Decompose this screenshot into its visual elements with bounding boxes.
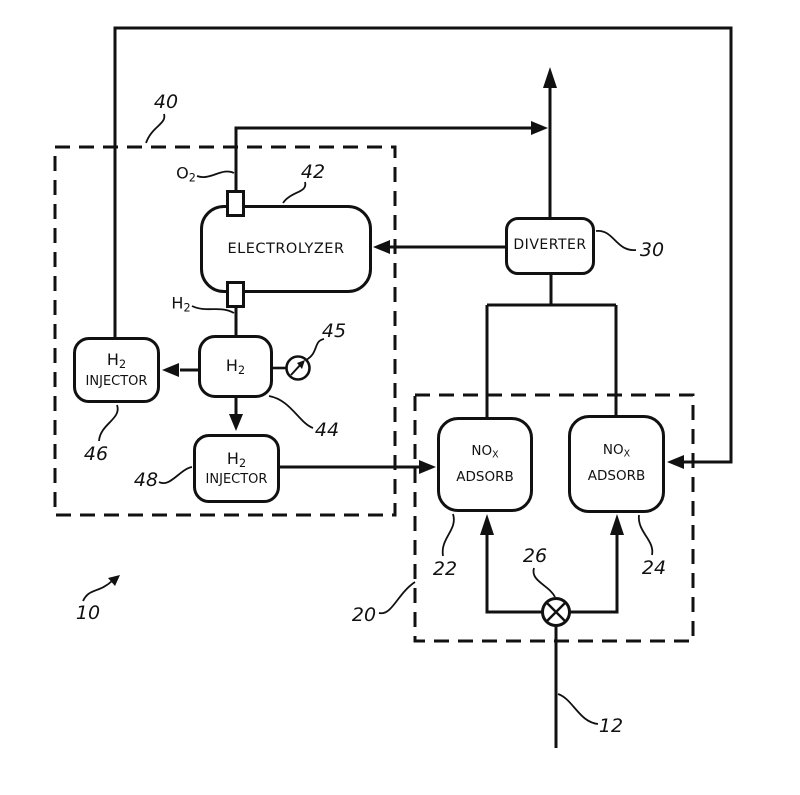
o2-stream-label: O2 bbox=[176, 163, 196, 185]
ref-26: 26 bbox=[522, 545, 548, 567]
h2-injector-b-formula: H2 bbox=[226, 448, 247, 470]
ref-20: 20 bbox=[351, 604, 377, 626]
ref-24: 24 bbox=[641, 557, 667, 579]
leader-48 bbox=[158, 466, 193, 485]
valve-right-arm-line bbox=[568, 535, 619, 614]
valve-icon bbox=[541, 597, 571, 627]
nox-adsorber-b-block: NOX ADSORB bbox=[568, 415, 665, 513]
pointer-arrow-10 bbox=[82, 575, 120, 602]
leader-46 bbox=[98, 404, 119, 442]
leader-h2 bbox=[191, 305, 235, 314]
ref-45: 45 bbox=[321, 320, 347, 342]
leader-20 bbox=[378, 581, 416, 614]
leader-44 bbox=[268, 395, 314, 429]
leader-24 bbox=[638, 514, 654, 556]
ref-44: 44 bbox=[314, 419, 340, 441]
ref-42: 42 bbox=[300, 161, 326, 183]
h2-injector-a-formula: H2 bbox=[106, 350, 127, 372]
leader-22 bbox=[441, 513, 455, 557]
arrowhead-into-electrolyzer bbox=[373, 240, 390, 254]
recirculation-loop-line bbox=[113, 26, 733, 464]
nox-adsorber-a-formula: NOX bbox=[471, 442, 499, 461]
h2-injector-a-block: H2 INJECTOR bbox=[73, 337, 160, 403]
arrowhead-up-adsorber-b bbox=[610, 514, 624, 535]
nox-adsorber-b-formula: NOX bbox=[602, 442, 631, 460]
leader-o2 bbox=[196, 170, 235, 178]
gauge-icon bbox=[273, 355, 311, 381]
ref-40: 40 bbox=[153, 91, 179, 113]
h2-unit-dashed-boundary bbox=[53, 145, 397, 517]
electrolyzer-label: ELECTROLYZER bbox=[227, 240, 345, 257]
arrowhead-into-adsorber-a bbox=[419, 460, 436, 474]
arrowhead-into-injector-b bbox=[229, 414, 243, 431]
h2-tank-block: H2 bbox=[198, 335, 273, 398]
diverter-branch-lines bbox=[485, 275, 618, 417]
o2-outlet-port bbox=[226, 190, 245, 217]
ref-46: 46 bbox=[83, 443, 109, 465]
diverter-block: DIVERTER bbox=[505, 217, 595, 275]
arrowhead-o2-into-stack bbox=[531, 121, 548, 135]
h2-outlet-port bbox=[226, 281, 245, 308]
ref-22: 22 bbox=[432, 558, 458, 580]
diverter-label: DIVERTER bbox=[513, 237, 587, 254]
ref-12: 12 bbox=[598, 715, 624, 737]
arrowhead-into-injector-a bbox=[162, 363, 179, 377]
o2-vent-line bbox=[234, 126, 531, 190]
h2-tank-label: H2 bbox=[225, 355, 246, 377]
nox-adsorber-b-label: ADSORB bbox=[587, 468, 646, 484]
adsorber-assembly-dashed-boundary bbox=[413, 393, 695, 643]
arrowhead-into-adsorber-b bbox=[667, 455, 684, 469]
leader-45 bbox=[305, 338, 325, 361]
nox-adsorber-a-label: ADSORB bbox=[456, 468, 514, 485]
ref-48: 48 bbox=[133, 469, 159, 491]
leader-42 bbox=[282, 181, 307, 204]
electrolyzer-block: ELECTROLYZER bbox=[200, 205, 372, 293]
arrowhead-exhaust-up bbox=[543, 67, 557, 88]
leader-26 bbox=[532, 567, 556, 598]
h2-stream-label: H2 bbox=[171, 293, 191, 315]
arrowhead-up-adsorber-a bbox=[480, 514, 494, 535]
valve-left-arm-line bbox=[485, 535, 544, 614]
h2-injector-a-label: INJECTOR bbox=[85, 373, 148, 389]
leader-30 bbox=[595, 230, 637, 251]
h2-injector-b-block: H2 INJECTOR bbox=[193, 434, 280, 503]
leader-40 bbox=[145, 113, 166, 144]
nox-adsorber-a-block: NOX ADSORB bbox=[437, 417, 533, 512]
h2-injector-b-label: INJECTOR bbox=[205, 472, 268, 488]
ref-10: 10 bbox=[75, 602, 101, 624]
leader-12 bbox=[557, 693, 599, 725]
ref-30: 30 bbox=[639, 239, 665, 261]
